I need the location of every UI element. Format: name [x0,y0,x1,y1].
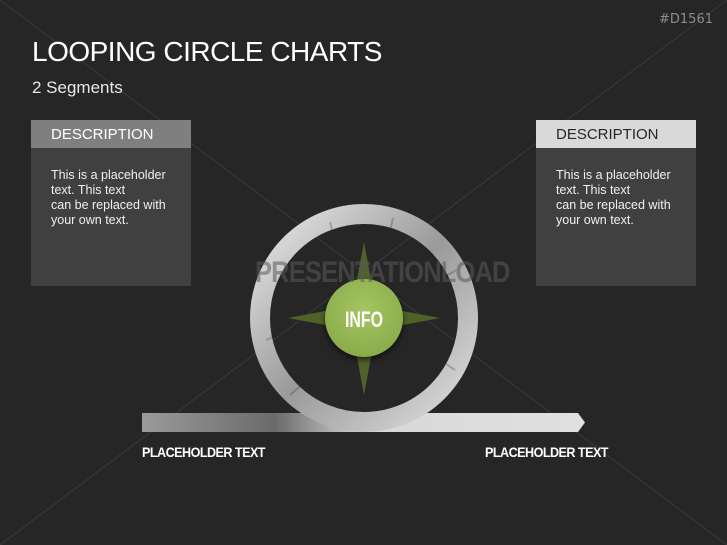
description-text: This is a placeholder text. This text ca… [536,148,696,228]
text-line: This is a placeholder [556,168,671,182]
slide-code: #D1561 [659,12,713,27]
page-title: LOOPING CIRCLE CHARTS [32,36,382,67]
info-circle [325,279,403,357]
loop-ring [250,204,478,432]
ring-segment-marks [265,217,457,396]
page-subtitle: 2 Segments [32,78,123,97]
placeholder-label-right: PLACEHOLDER TEXT [485,444,609,460]
info-label: INFO [345,307,383,332]
description-text: This is a placeholder text. This text ca… [31,148,191,228]
text-line: text. This text [556,183,631,197]
description-header: DESCRIPTION [31,120,191,148]
description-box-right: DESCRIPTION This is a placeholder text. … [536,120,696,286]
text-line: can be replaced with [51,198,166,212]
text-line: text. This text [51,183,126,197]
placeholder-label-left: PLACEHOLDER TEXT [142,444,266,460]
text-line: your own text. [556,213,634,227]
text-line: This is a placeholder [51,168,166,182]
description-box-left: DESCRIPTION This is a placeholder text. … [31,120,191,286]
text-line: your own text. [51,213,129,227]
text-line: can be replaced with [556,198,671,212]
description-header: DESCRIPTION [536,120,696,148]
